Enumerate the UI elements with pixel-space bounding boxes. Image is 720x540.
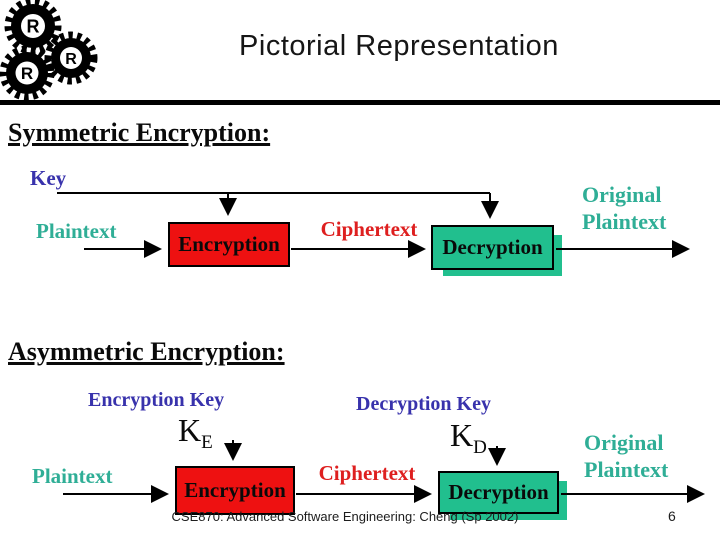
asymmetric-encryption-key-label: Encryption Key — [88, 389, 225, 411]
symmetric-encryption-box-label: Encryption — [178, 232, 280, 256]
symmetric-key-label: Key — [30, 166, 67, 190]
symmetric-heading: Symmetric Encryption: — [8, 118, 271, 147]
asymmetric-decryption-key-label: Decryption Key — [356, 393, 491, 415]
symmetric-original-plaintext-label: Original Plaintext — [582, 182, 666, 236]
key-e-subscript: E — [201, 432, 213, 453]
header-divider — [0, 100, 720, 105]
asymmetric-original-plaintext-label: Original Plaintext — [584, 430, 668, 484]
symmetric-ciphertext-label: Ciphertext — [320, 217, 418, 241]
asymmetric-encryption-box-label: Encryption — [184, 478, 286, 502]
original-line1: Original — [584, 430, 664, 455]
symmetric-decryption-box: Decryption — [431, 225, 554, 270]
gear-icon: R — [0, 45, 55, 101]
symmetric-encryption-box: Encryption — [168, 222, 290, 267]
symmetric-decryption-box-label: Decryption — [442, 235, 543, 259]
page-title: Pictorial Representation — [239, 30, 559, 62]
gear-letter: R — [21, 64, 33, 83]
gears-logo: R R R — [0, 0, 98, 101]
asymmetric-decryption-box: Decryption — [438, 471, 559, 514]
key-d-base: K — [450, 417, 474, 453]
footer-course-label: CSE870: Advanced Software Engineering: C… — [171, 509, 519, 524]
original-line2: Plaintext — [584, 456, 669, 482]
asymmetric-heading: Asymmetric Encryption: — [8, 337, 285, 366]
original-line1: Original — [582, 182, 662, 207]
key-d-subscript: D — [473, 437, 487, 458]
asymmetric-encryption-box: Encryption — [175, 466, 295, 515]
asymmetric-ciphertext-label: Ciphertext — [318, 461, 416, 485]
symmetric-plaintext-label: Plaintext — [36, 219, 117, 243]
gear-icon: R — [44, 31, 98, 85]
asymmetric-plaintext-label: Plaintext — [32, 464, 113, 488]
original-line2: Plaintext — [582, 208, 667, 234]
key-d-symbol: KD — [450, 417, 487, 459]
page-number: 6 — [668, 508, 676, 524]
key-e-base: K — [178, 412, 202, 448]
asymmetric-decryption-box-label: Decryption — [448, 480, 549, 504]
gear-letter: R — [65, 51, 77, 68]
gear-letter: R — [27, 17, 40, 37]
key-e-symbol: KE — [178, 412, 213, 454]
